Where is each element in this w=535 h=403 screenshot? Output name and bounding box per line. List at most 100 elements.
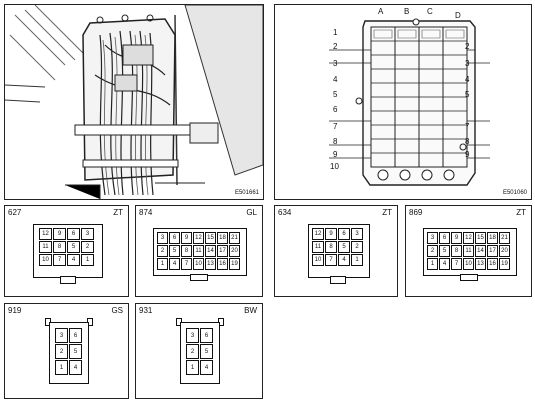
photo2-code: E501060 [502,190,527,196]
pin-cell: 14 [475,245,486,257]
connector-color: ZT [113,208,123,217]
column-label: C [427,7,433,16]
pin-cell: 5 [69,344,82,359]
fuse-box-diagram-panel: A B C D 1 2 3 4 5 6 7 8 9 10 2 3 4 5 7 8… [274,4,532,200]
row-label: 6 [333,105,338,114]
row-label: 9 [333,150,338,159]
row-label: 2 [333,42,338,51]
connector-number: 634 [278,208,292,217]
pin-cell: 9 [451,232,462,244]
wiring-harness-illustration [5,5,263,199]
pin-cell: 17 [217,245,228,257]
pin-cell: 7 [325,254,337,266]
connector-latch [190,274,208,281]
row-label: 3 [465,59,470,68]
connector-number: 869 [409,208,423,217]
pin-cell: 8 [325,241,337,253]
pin-cell: 7 [451,258,462,270]
row-label: 9 [465,150,470,159]
row-label: 4 [465,75,470,84]
pin-cell: 4 [169,258,180,270]
pin-cell: 3 [351,228,363,240]
pin-cell: 1 [157,258,168,270]
pin-cell: 6 [439,232,450,244]
pin-cell: 2 [186,344,199,359]
pin-cell: 2 [351,241,363,253]
pin-cell: 1 [351,254,363,266]
pin-cell: 6 [67,228,80,240]
pin-cell: 14 [205,245,216,257]
row-label: 10 [330,162,339,171]
pin-cell: 10 [193,258,204,270]
pin-cell: 2 [81,241,94,253]
pin-cell: 12 [463,232,474,244]
pin-cell: 20 [229,245,240,257]
column-label: B [404,7,410,16]
pin-cell: 13 [475,258,486,270]
photo1-code: E501661 [234,190,259,196]
pin-cell: 2 [427,245,438,257]
connector-number: 874 [139,208,153,217]
pin-cell: 15 [205,232,216,244]
pin-cell: 8 [451,245,462,257]
pin-cell: 4 [338,254,350,266]
pin-cell: 21 [499,232,510,244]
pin-cell: 4 [200,360,213,375]
column-label: D [455,11,461,20]
pin-cell: 8 [53,241,66,253]
pin-cell: 16 [217,258,228,270]
pin-cell: 7 [181,258,192,270]
pin-cell: 10 [312,254,324,266]
pin-cell: 4 [67,254,80,266]
pin-cell: 11 [463,245,474,257]
pin-cell: 11 [39,241,52,253]
pin-cell: 10 [39,254,52,266]
connector-number: 627 [8,208,22,217]
row-label: 3 [333,59,338,68]
pin-cell: 9 [181,232,192,244]
pin-cell: 5 [169,245,180,257]
pin-cell: 4 [69,360,82,375]
pin-cell: 5 [338,241,350,253]
connector-color: BW [244,306,257,315]
connector-latch [330,276,346,284]
engine-bay-photo-panel: E501661 [4,4,264,200]
pin-cell: 16 [487,258,498,270]
pin-cell: 11 [312,241,324,253]
column-label: A [378,7,384,16]
row-label: 5 [333,90,338,99]
connector-color: ZT [382,208,392,217]
pin-cell: 1 [186,360,199,375]
pin-cell: 8 [181,245,192,257]
pin-cell: 1 [81,254,94,266]
row-label: 2 [465,42,470,51]
pin-cell: 6 [69,328,82,343]
pin-cell: 9 [325,228,337,240]
pin-cell: 1 [427,258,438,270]
connector-number: 919 [8,306,22,315]
pin-cell: 7 [53,254,66,266]
pin-cell: 4 [439,258,450,270]
pin-cell: 12 [312,228,324,240]
pin-cell: 19 [499,258,510,270]
pin-cell: 2 [157,245,168,257]
connector-latch [60,276,76,284]
pin-cell: 11 [193,245,204,257]
connector-color: ZT [516,208,526,217]
connector-color: GL [246,208,257,217]
pin-cell: 21 [229,232,240,244]
pin-cell: 6 [338,228,350,240]
row-label: 1 [333,28,338,37]
pin-cell: 5 [200,344,213,359]
pin-cell: 3 [157,232,168,244]
pin-cell: 13 [205,258,216,270]
pin-cell: 20 [499,245,510,257]
pin-cell: 18 [487,232,498,244]
fuse-box-outline [329,18,490,186]
